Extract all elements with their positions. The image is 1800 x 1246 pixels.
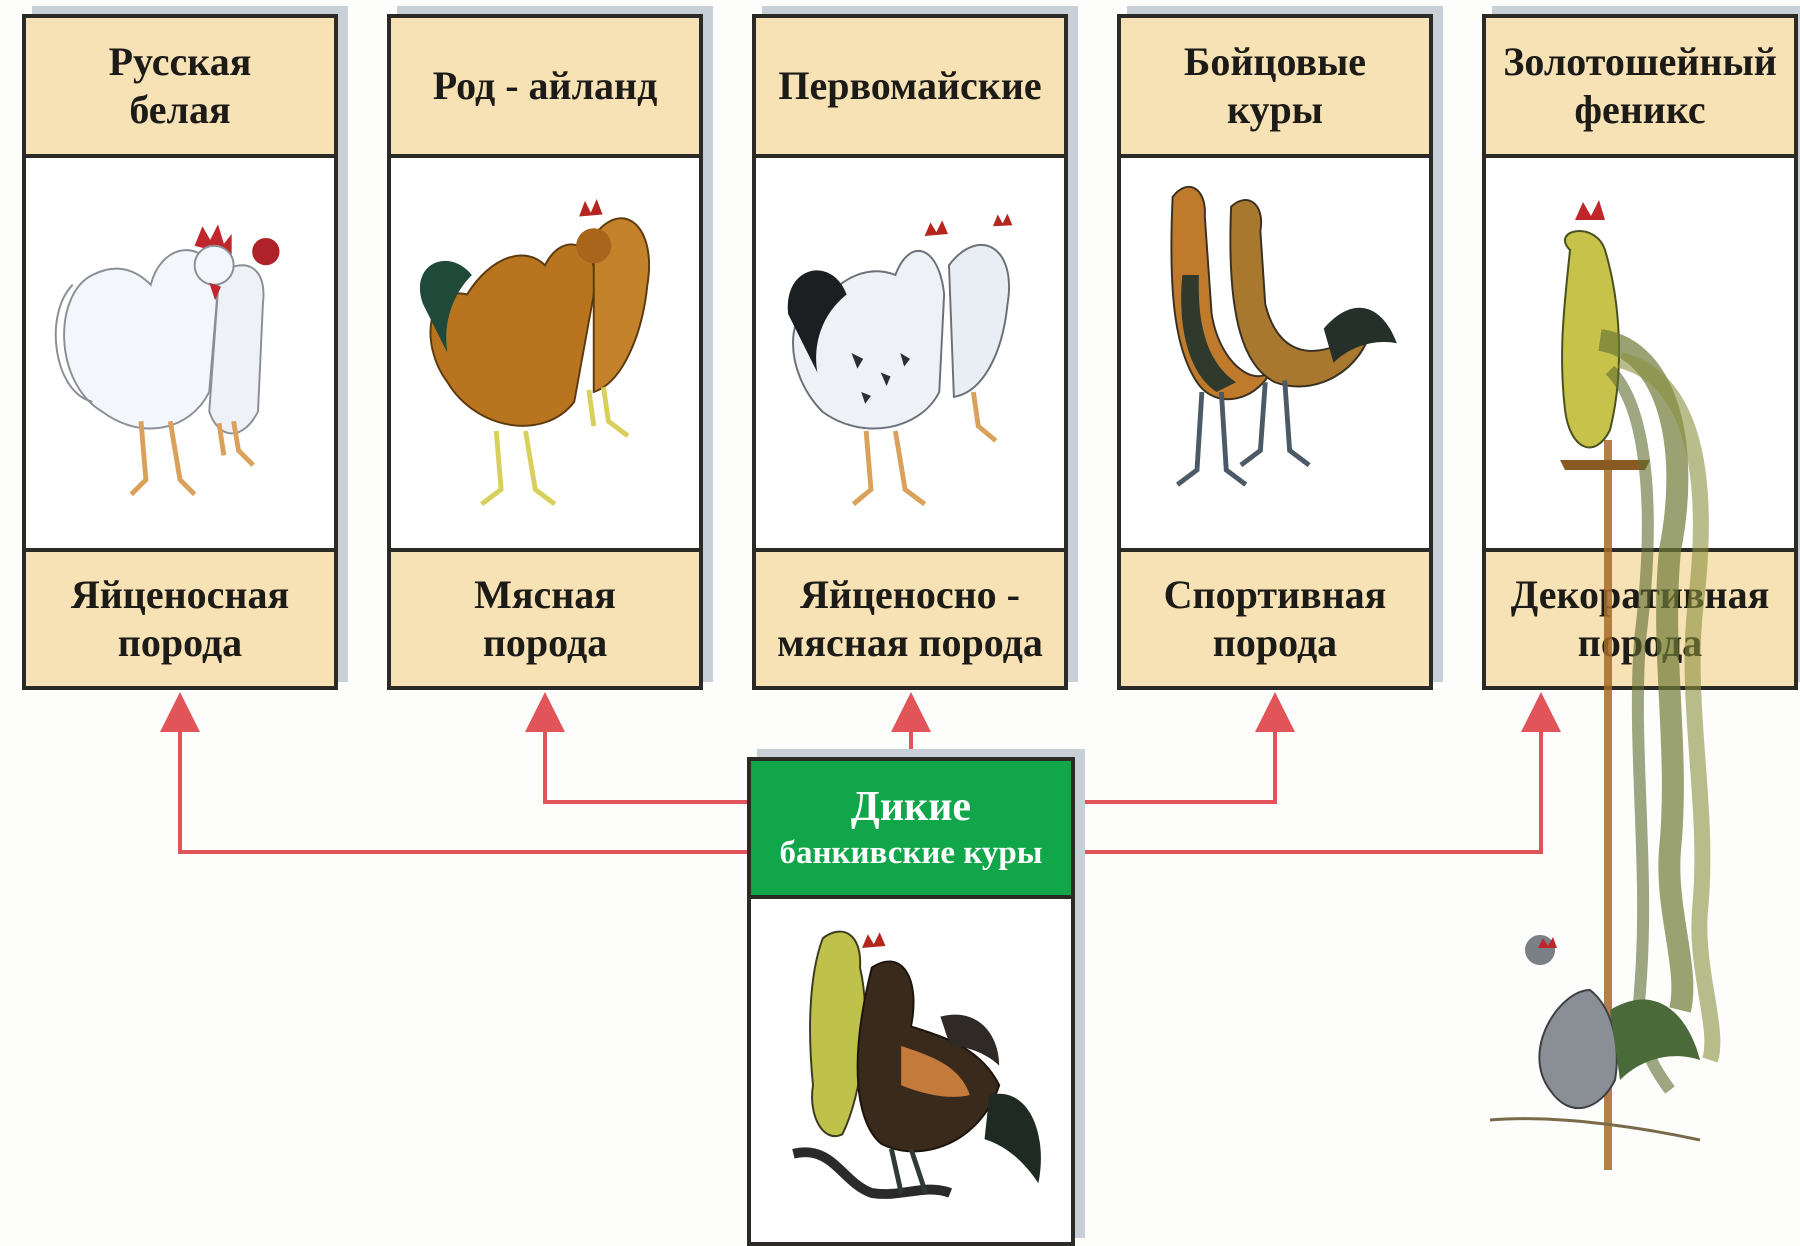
breed-name: Бойцовые куры (1121, 18, 1429, 158)
ancestor-card-wild-junglefowl: Дикие банкивские куры (747, 757, 1075, 1246)
breed-category: Яйценосная порода (26, 548, 334, 686)
breed-category: Яйценосно - мясная порода (756, 548, 1064, 686)
breed-name: Род - айланд (391, 18, 699, 158)
breed-card-rhode-island: Род - айланд Мясная порода (387, 14, 703, 690)
wild-junglefowl-icon (751, 899, 1071, 1242)
ancestor-title: Дикие банкивские куры (751, 761, 1071, 899)
breed-category: Мясная порода (391, 548, 699, 686)
breed-card-pervomayskie: Первомайские Яйценосно - мясная порода (752, 14, 1068, 690)
speckled-chickens-icon (756, 158, 1064, 548)
arrow-to-rhode-island (545, 712, 747, 802)
white-chickens-icon (26, 158, 334, 548)
brown-chickens-icon (391, 158, 699, 548)
breed-card-russian-white: Русская белая Яйценосная порода (22, 14, 338, 690)
arrow-to-russian-white (180, 712, 747, 852)
breed-name: Русская белая (26, 18, 334, 158)
phoenix-rooster-icon (1370, 190, 1760, 1170)
breed-name: Золотошейный феникс (1486, 18, 1794, 158)
breed-name: Первомайские (756, 18, 1064, 158)
ancestor-title-line1: Дикие (851, 782, 971, 832)
ancestor-title-line2: банкивские куры (779, 832, 1042, 874)
arrow-to-fighting (1075, 712, 1275, 802)
